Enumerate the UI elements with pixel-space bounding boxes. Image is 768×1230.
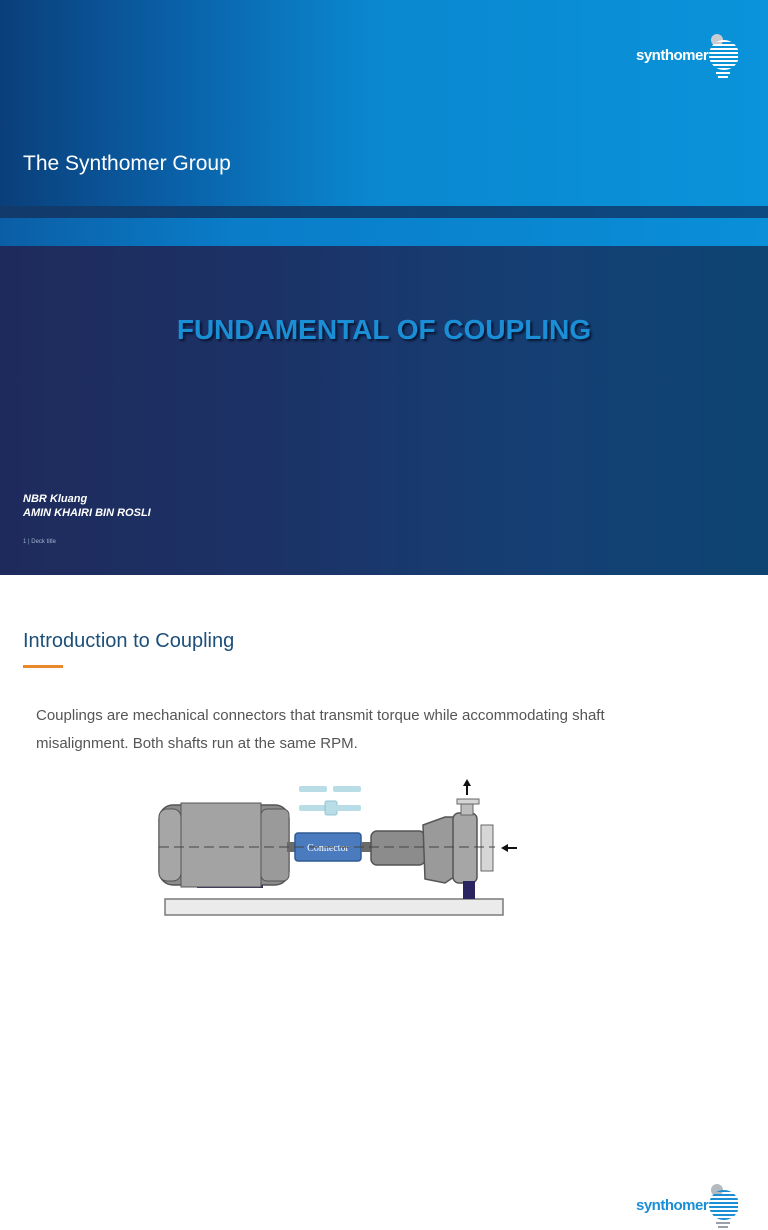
body-paragraph: Couplings are mechanical connectors that… <box>36 707 605 752</box>
globe-logo-icon <box>709 1184 739 1228</box>
base-plate <box>164 898 504 916</box>
inset-shaft-top-left <box>299 786 327 792</box>
company-name: The Synthomer Group <box>23 152 231 175</box>
pump-shaft <box>361 842 373 852</box>
deck-title: FUNDAMENTAL OF COUPLING <box>176 314 592 345</box>
slide-title: Introduction to Coupling <box>23 630 235 652</box>
title-accent-bar <box>23 665 63 668</box>
inset-shaft-bottom-right <box>335 805 361 811</box>
logo-wordmark: synthomer <box>636 46 709 64</box>
synthomer-logo: synthomer <box>636 1180 739 1230</box>
pump-bearing-housing <box>370 830 426 866</box>
motor-shaft <box>287 842 297 852</box>
bottom-band <box>0 246 768 575</box>
globe-logo-icon <box>709 34 739 78</box>
inset-shaft-top-right <box>333 786 361 792</box>
title-slide: synthomer The Synthomer Group FUNDAMENTA… <box>0 0 768 575</box>
pump-flange <box>480 824 494 872</box>
motor-end-cap <box>158 808 182 882</box>
inset-shaft-bottom-left <box>299 805 327 811</box>
author-location: NBR Kluang <box>23 493 88 505</box>
top-band <box>0 0 768 206</box>
synthomer-logo: synthomer <box>636 30 739 80</box>
content-slide: synthomer Introduction to Coupling Coupl… <box>0 575 768 1228</box>
pump-volute <box>452 812 478 884</box>
divider-stripe-light <box>0 218 768 246</box>
logo-wordmark: synthomer <box>636 1196 709 1214</box>
slide-footer: 1 | Deck title <box>23 539 56 545</box>
divider-stripe-dark <box>0 206 768 218</box>
pump-foot <box>463 881 475 899</box>
discharge-pipe <box>460 802 474 816</box>
author-name: AMIN KHAIRI BIN ROSLI <box>23 507 151 519</box>
coupling-diagram: Connector <box>158 779 517 916</box>
pump-casing <box>422 816 458 884</box>
connector-label: Connector <box>307 843 349 854</box>
